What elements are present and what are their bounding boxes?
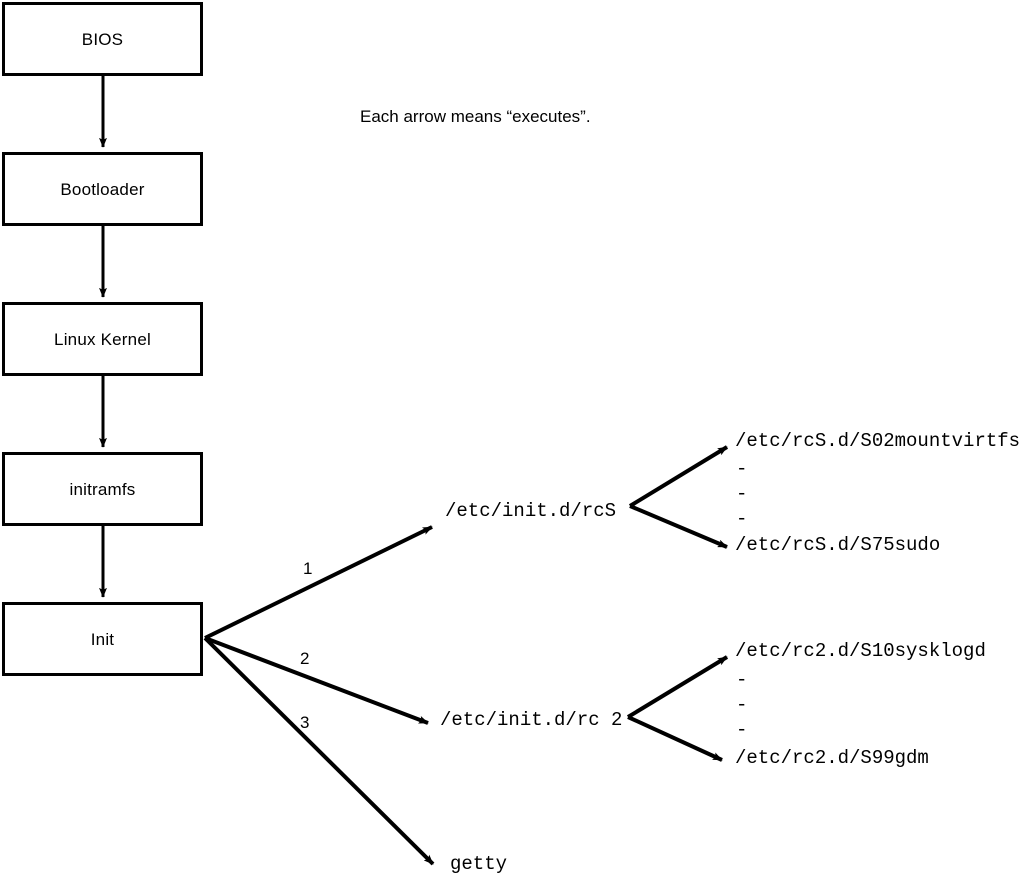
stage-box-bootloader: Bootloader: [2, 152, 203, 226]
stage-box-linux-kernel: Linux Kernel: [2, 302, 203, 376]
branch-number-1: 1: [303, 559, 313, 578]
rc2-ellipsis-dash-2: -: [736, 694, 748, 716]
rc2-script-first: /etc/rc2.d/S10sysklogd: [735, 640, 986, 662]
diagram-caption: Each arrow means “executes”.: [360, 107, 591, 126]
stage-label-bios: BIOS: [81, 29, 124, 49]
rcs-arrow-first-script: [628, 445, 729, 508]
rc2-arrow-last-script: [627, 715, 723, 762]
init-target-rc2: /etc/init.d/rc 2: [440, 709, 623, 731]
init-target-getty: getty: [450, 853, 508, 875]
rcs-arrow-last-script: [629, 504, 728, 549]
stage-box-bios: BIOS: [2, 2, 203, 76]
init-arrow-2-rc2: [204, 636, 429, 725]
rcs-ellipsis-dash-2: -: [736, 483, 748, 505]
rcs-ellipsis-dash-1: -: [736, 458, 748, 480]
stage-box-init: Init: [2, 602, 203, 676]
stage-box-initramfs: initramfs: [2, 452, 203, 526]
stage-label-bootloader: Bootloader: [60, 179, 145, 199]
rcs-ellipsis-dash-3: -: [736, 508, 748, 530]
stage-label-init: Init: [90, 629, 115, 649]
init-arrow-1-rcs: [204, 525, 433, 640]
stage-label-initramfs: initramfs: [69, 479, 136, 499]
stage-label-linux-kernel: Linux Kernel: [54, 329, 151, 349]
rcs-script-first: /etc/rcS.d/S02mountvirtfs: [735, 430, 1021, 452]
init-target-rcs: /etc/init.d/rcS: [445, 500, 617, 522]
rc2-ellipsis-dash-3: -: [736, 719, 748, 741]
rcs-script-last: /etc/rcS.d/S75sudo: [735, 534, 941, 556]
branch-number-2: 2: [300, 649, 310, 668]
init-arrow-3-getty: [203, 636, 435, 866]
rc2-ellipsis-dash-1: -: [736, 669, 748, 691]
branch-number-3: 3: [300, 713, 310, 732]
rc2-script-last: /etc/rc2.d/S99gdm: [735, 747, 929, 769]
rc2-arrow-first-script: [626, 655, 729, 719]
